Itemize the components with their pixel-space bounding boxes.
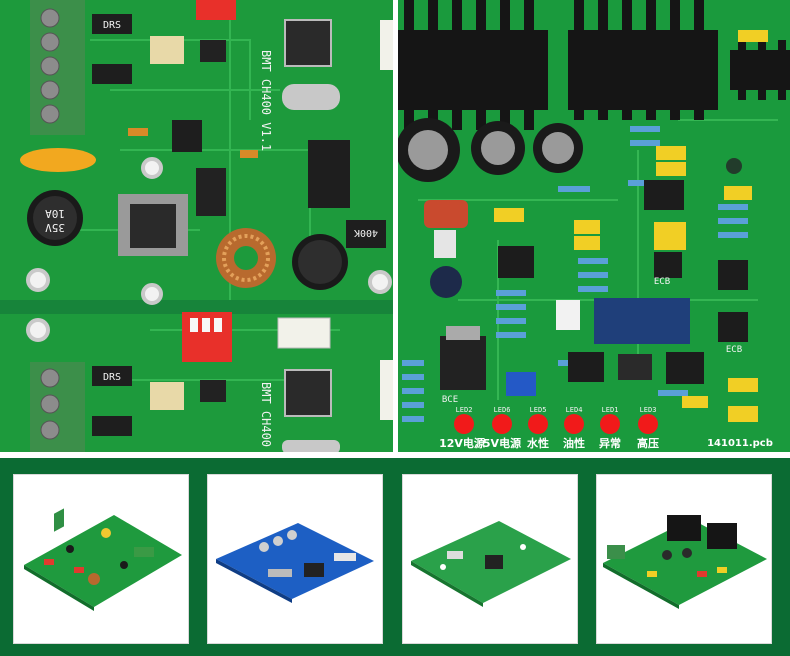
svg-text:LED6: LED6 <box>494 406 511 414</box>
silk-label-lower: BMT CH400 <box>259 382 273 447</box>
svg-text:油性: 油性 <box>563 436 585 450</box>
silk-label-upper: BMT CH400 V1.1 <box>259 50 273 151</box>
electrolytic-cap-left: 35V 10A <box>27 190 83 246</box>
pcb-photo-left: DRS DRS BMT CH400 V1.1 BMT CH400 <box>0 0 393 452</box>
svg-text:BCE: BCE <box>442 395 458 405</box>
svg-text:LED2: LED2 <box>456 406 473 414</box>
led-highvolt: LED3 高压 <box>637 406 659 450</box>
relay-drs-top: DRS <box>92 14 132 34</box>
resistor-400k: 400K <box>346 220 386 248</box>
electrolytic-cap-right <box>292 234 348 290</box>
product-thumbnail-strip <box>0 458 790 656</box>
svg-text:DRS: DRS <box>103 20 121 31</box>
thumbnail-blue-board[interactable] <box>207 474 383 644</box>
svg-text:LED1: LED1 <box>602 406 619 414</box>
svg-text:12V电源: 12V电源 <box>439 436 485 450</box>
thumbnail-green-heatsink-board[interactable] <box>596 474 772 644</box>
led-fault: LED1 异常 <box>599 406 621 450</box>
led-water: LED5 水性 <box>527 406 549 450</box>
svg-text:400K: 400K <box>354 227 378 238</box>
svg-text:10A: 10A <box>45 207 65 220</box>
relay-blue <box>594 298 690 344</box>
heatsink-middle <box>568 0 718 120</box>
svg-text:5V电源: 5V电源 <box>483 436 521 450</box>
svg-text:异常: 异常 <box>599 436 621 450</box>
thumbnail-green-plain-board[interactable] <box>402 474 578 644</box>
thumbnail-green-board[interactable] <box>13 474 189 644</box>
svg-text:DRS: DRS <box>103 372 121 383</box>
svg-text:LED3: LED3 <box>640 406 657 414</box>
board-filename: 141011.pcb <box>707 438 773 449</box>
svg-text:LED5: LED5 <box>530 406 547 414</box>
led-12v: LED2 12V电源 <box>439 406 485 450</box>
svg-text:水性: 水性 <box>527 436 549 450</box>
terminal-block-top <box>30 0 85 135</box>
led-oil: LED4 油性 <box>563 406 585 450</box>
toroid-inductor <box>216 228 276 288</box>
svg-text:35V: 35V <box>45 221 65 234</box>
svg-text:LED4: LED4 <box>566 406 583 414</box>
heatsink-left <box>398 0 548 130</box>
svg-text:ECB: ECB <box>726 345 742 355</box>
capacitor-large <box>398 118 583 182</box>
led-5v: LED6 5V电源 <box>483 406 521 450</box>
svg-text:高压: 高压 <box>637 436 659 450</box>
relay-drs-bottom: DRS <box>92 366 132 386</box>
svg-text:ECB: ECB <box>654 277 670 287</box>
terminal-block-bottom <box>30 362 85 452</box>
